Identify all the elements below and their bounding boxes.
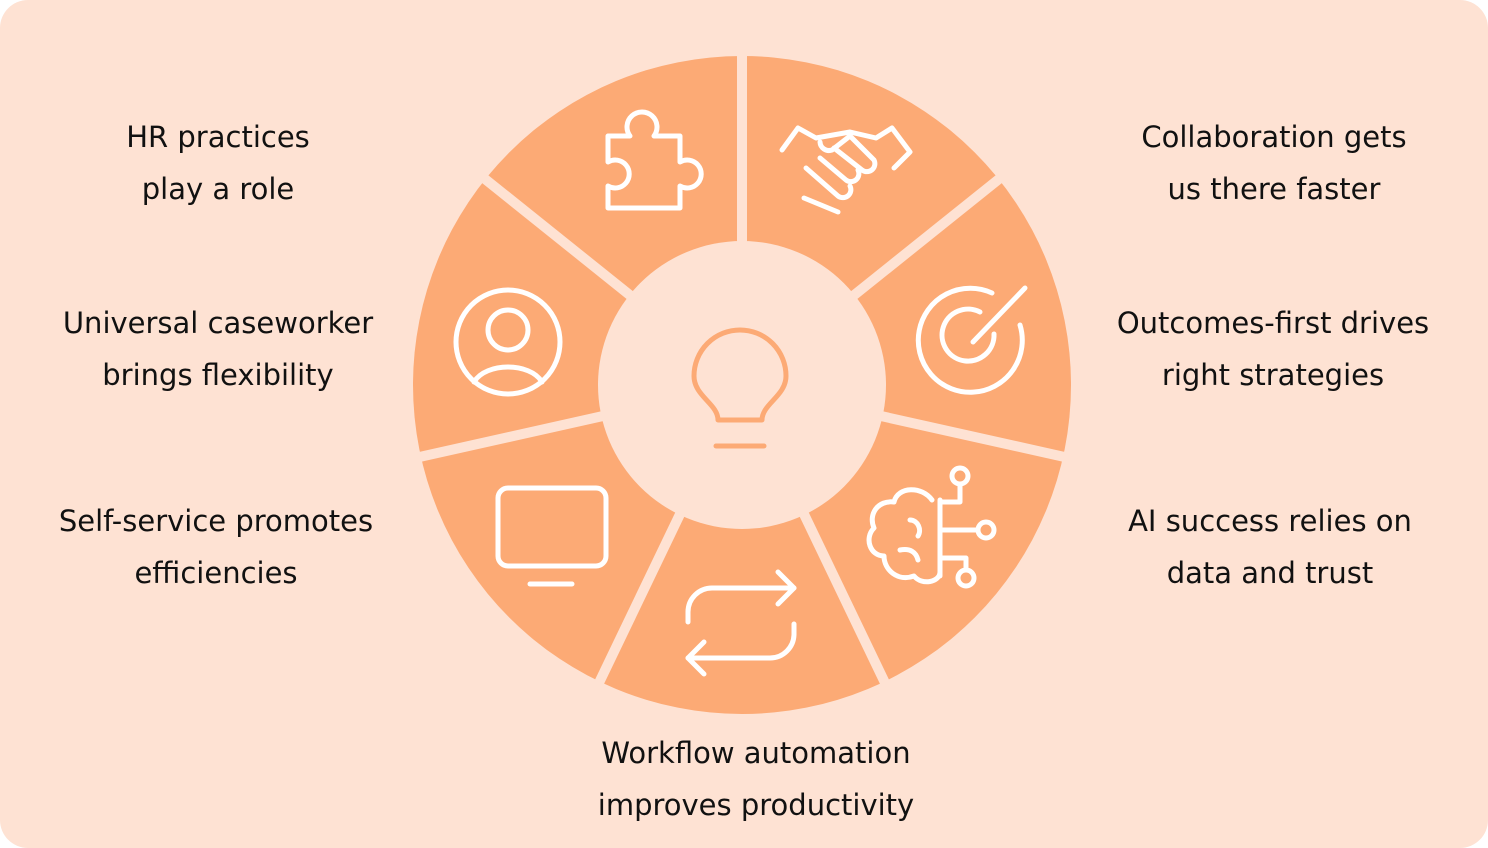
center-hub xyxy=(598,241,886,529)
label-ai-success: AI success relies on data and trust xyxy=(1128,495,1412,599)
label-line: right strategies xyxy=(1161,358,1385,392)
label-line: Universal caseworker xyxy=(62,306,374,340)
label-collaboration: Collaboration gets us there faster xyxy=(1141,111,1406,215)
label-outcomes-first: Outcomes-first drives right strategies xyxy=(1117,297,1429,401)
puzzle-piece-icon xyxy=(605,109,704,211)
user-circle-icon xyxy=(453,287,563,397)
repeat-arrows-icon xyxy=(685,569,797,677)
ai-brain-circuit-icon xyxy=(866,465,997,589)
label-line: efficiencies xyxy=(134,556,298,590)
monitor-icon xyxy=(495,485,609,587)
handshake-icon xyxy=(779,125,913,215)
label-line: brings flexibility xyxy=(102,358,334,392)
label-line: Outcomes-first drives xyxy=(1116,306,1430,340)
label-hr-practices: HR practices play a role xyxy=(126,111,310,215)
label-line: AI success relies on xyxy=(1128,504,1412,538)
label-line: data and trust xyxy=(1166,556,1374,590)
label-line: play a role xyxy=(141,172,295,206)
label-line: Collaboration gets xyxy=(1141,120,1407,154)
target-icon xyxy=(915,285,1028,395)
label-line: us there faster xyxy=(1167,172,1381,206)
label-line: improves productivity xyxy=(597,788,915,822)
label-line: Workflow automation xyxy=(601,736,911,770)
segment-separators xyxy=(413,50,1071,690)
label-line: Self-service promotes xyxy=(58,504,374,538)
label-workflow-automation: Workflow automation improves productivit… xyxy=(598,727,914,831)
lightbulb-icon xyxy=(691,327,789,449)
label-line: HR practices xyxy=(126,120,310,154)
label-universal-caseworker: Universal caseworker brings flexibility xyxy=(63,297,373,401)
label-self-service: Self-service promotes efficiencies xyxy=(59,495,373,599)
